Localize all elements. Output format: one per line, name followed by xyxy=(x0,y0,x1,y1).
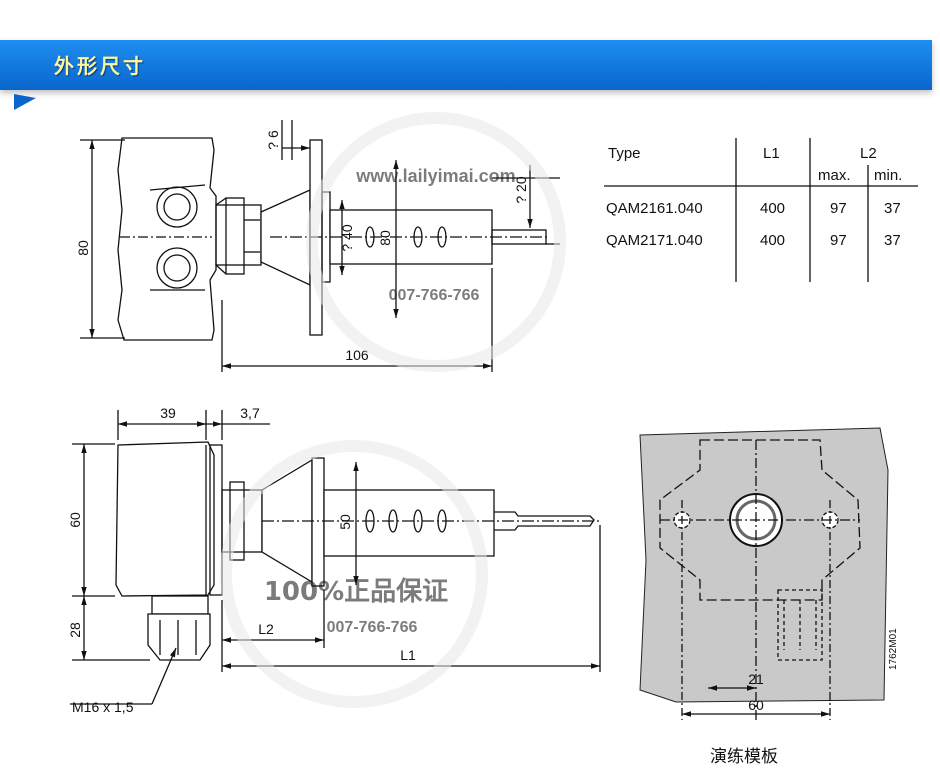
table-row-2-type: QAM2171.040 xyxy=(606,232,703,249)
dim-height-80: 80 xyxy=(75,240,91,256)
dim-width-39: 39 xyxy=(160,405,176,421)
table-header-l2: L2 xyxy=(860,145,877,162)
dim-gap-6: ? 6 xyxy=(265,130,281,150)
top-view xyxy=(80,120,560,372)
dim-tube-inner-40: ? 40 xyxy=(339,224,355,251)
side-view-labels: 39 3,7 60 28 50 L2 L1 M16 x 1,5 xyxy=(67,405,416,715)
section-header: 外形尺寸 xyxy=(0,40,932,90)
table-row-2-max: 97 xyxy=(830,232,847,249)
dimension-table xyxy=(604,138,918,282)
dim-template-60: 60 xyxy=(748,697,764,713)
dim-l1: L1 xyxy=(400,647,416,663)
watermark-seal-top: www.lailyimai.com 007-766-766 xyxy=(306,112,566,372)
top-view-labels: 80 ? 6 ? 20 ? 40 80 106 xyxy=(75,130,529,363)
dim-height-60: 60 xyxy=(67,512,83,528)
drawing-code: 1762M01 xyxy=(888,628,899,670)
table-subheader-max: max. xyxy=(818,167,851,184)
watermark-phone-bottom: 007-766-766 xyxy=(327,619,418,636)
dim-thread-m16: M16 x 1,5 xyxy=(72,699,134,715)
table-header-type: Type xyxy=(608,145,641,162)
section-title: 外形尺寸 xyxy=(54,54,146,78)
side-view xyxy=(70,410,601,705)
dim-gland-28: 28 xyxy=(67,622,83,638)
mounting-template: 21 60 1762M01 演练模板 xyxy=(639,427,899,767)
table-header-l1: L1 xyxy=(763,145,780,162)
dim-l2: L2 xyxy=(258,621,274,637)
table-text: Type L1 L2 max. min. QAM2161.040 400 97 … xyxy=(606,145,902,249)
table-row-1-l1: 400 xyxy=(760,200,785,217)
watermark-phone-top: 007-766-766 xyxy=(389,287,480,304)
watermark-guarantee: 100%正品保证 xyxy=(264,577,448,607)
dim-tube-outer-80: 80 xyxy=(377,230,393,246)
watermark-url: www.lailyimai.com xyxy=(355,166,515,186)
table-subheader-min: min. xyxy=(874,167,902,184)
dim-template-21: 21 xyxy=(748,671,764,687)
dim-length-106: 106 xyxy=(345,347,369,363)
table-row-2-min: 37 xyxy=(884,232,901,249)
table-row-1-max: 97 xyxy=(830,200,847,217)
dim-tube-50: 50 xyxy=(337,514,353,530)
template-caption: 演练模板 xyxy=(710,747,778,767)
dim-flange-20: ? 20 xyxy=(513,176,529,203)
table-row-2-l1: 400 xyxy=(760,232,785,249)
table-row-1-min: 37 xyxy=(884,200,901,217)
table-row-1-type: QAM2161.040 xyxy=(606,200,703,217)
dim-plate-3-7: 3,7 xyxy=(240,405,260,421)
watermark-seal-bottom: 100%正品保证 007-766-766 xyxy=(220,440,488,708)
